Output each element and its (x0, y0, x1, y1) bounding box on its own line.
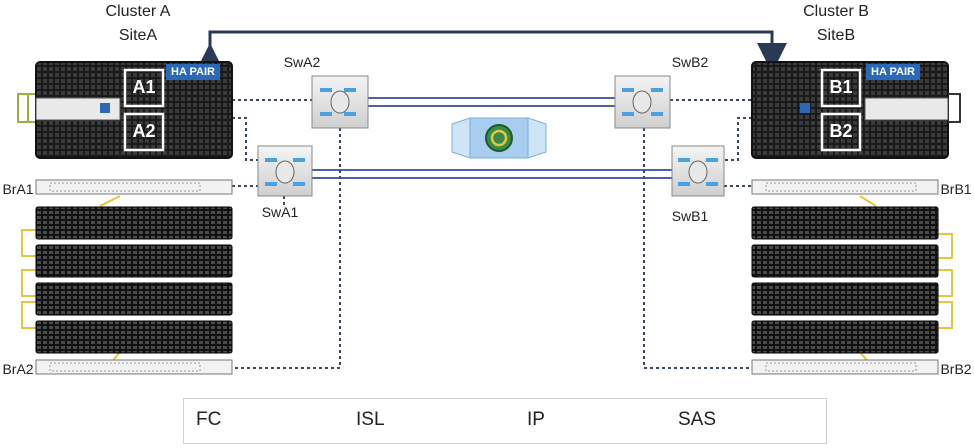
node-a1: A1 (132, 77, 156, 97)
isl-links (312, 97, 672, 179)
cluster-b-site: SiteB (816, 27, 856, 44)
switch-swb2-icon (614, 75, 671, 129)
switch-swb1-icon (671, 145, 725, 197)
legend (183, 398, 827, 444)
bridge-brb2-label: BrB2 (940, 361, 972, 377)
bridge-brb1 (751, 179, 939, 195)
node-b2: B2 (829, 121, 853, 141)
ip-link-a-b (195, 30, 787, 73)
cluster-b-name: Cluster B (803, 3, 869, 20)
switch-swa1-label: SwA1 (261, 204, 299, 220)
legend-sas-label: SAS (678, 409, 717, 430)
replication-sync-icon (451, 117, 547, 159)
bridge-brb2 (751, 359, 939, 375)
cluster-a-site: SiteA (118, 27, 158, 44)
disk-shelves-site-a (35, 206, 233, 354)
switch-swa2-label: SwA2 (283, 54, 321, 70)
bridge-bra2 (35, 359, 233, 375)
disk-shelves-site-b (751, 206, 939, 354)
cluster-a-name: Cluster A (105, 3, 171, 20)
switch-swb1-label: SwB1 (671, 208, 709, 224)
switch-swa1-icon (257, 145, 313, 197)
bridge-brb1-label: BrB1 (940, 181, 972, 197)
cluster-b-ha-badge: HA PAIR (866, 64, 920, 80)
fc-links-site-b (643, 99, 752, 369)
bridge-bra1-label: BrA1 (2, 181, 34, 197)
node-a2: A2 (132, 121, 156, 141)
switch-swb2-label: SwB2 (671, 54, 709, 70)
switch-swa2-icon (311, 75, 369, 129)
cluster-a-controller (17, 61, 233, 159)
legend-ip-label: IP (527, 409, 545, 430)
legend-isl-label: ISL (356, 409, 385, 430)
bridge-bra2-label: BrA2 (2, 361, 34, 377)
legend-fc-label: FC (196, 409, 222, 430)
sas-links-site-b (859, 195, 953, 365)
fc-links-site-a (232, 99, 341, 369)
bridge-bra1 (35, 179, 233, 195)
cluster-b-controller (751, 61, 961, 159)
node-b1: B1 (829, 77, 853, 97)
cluster-a-ha-badge: HA PAIR (166, 64, 220, 80)
